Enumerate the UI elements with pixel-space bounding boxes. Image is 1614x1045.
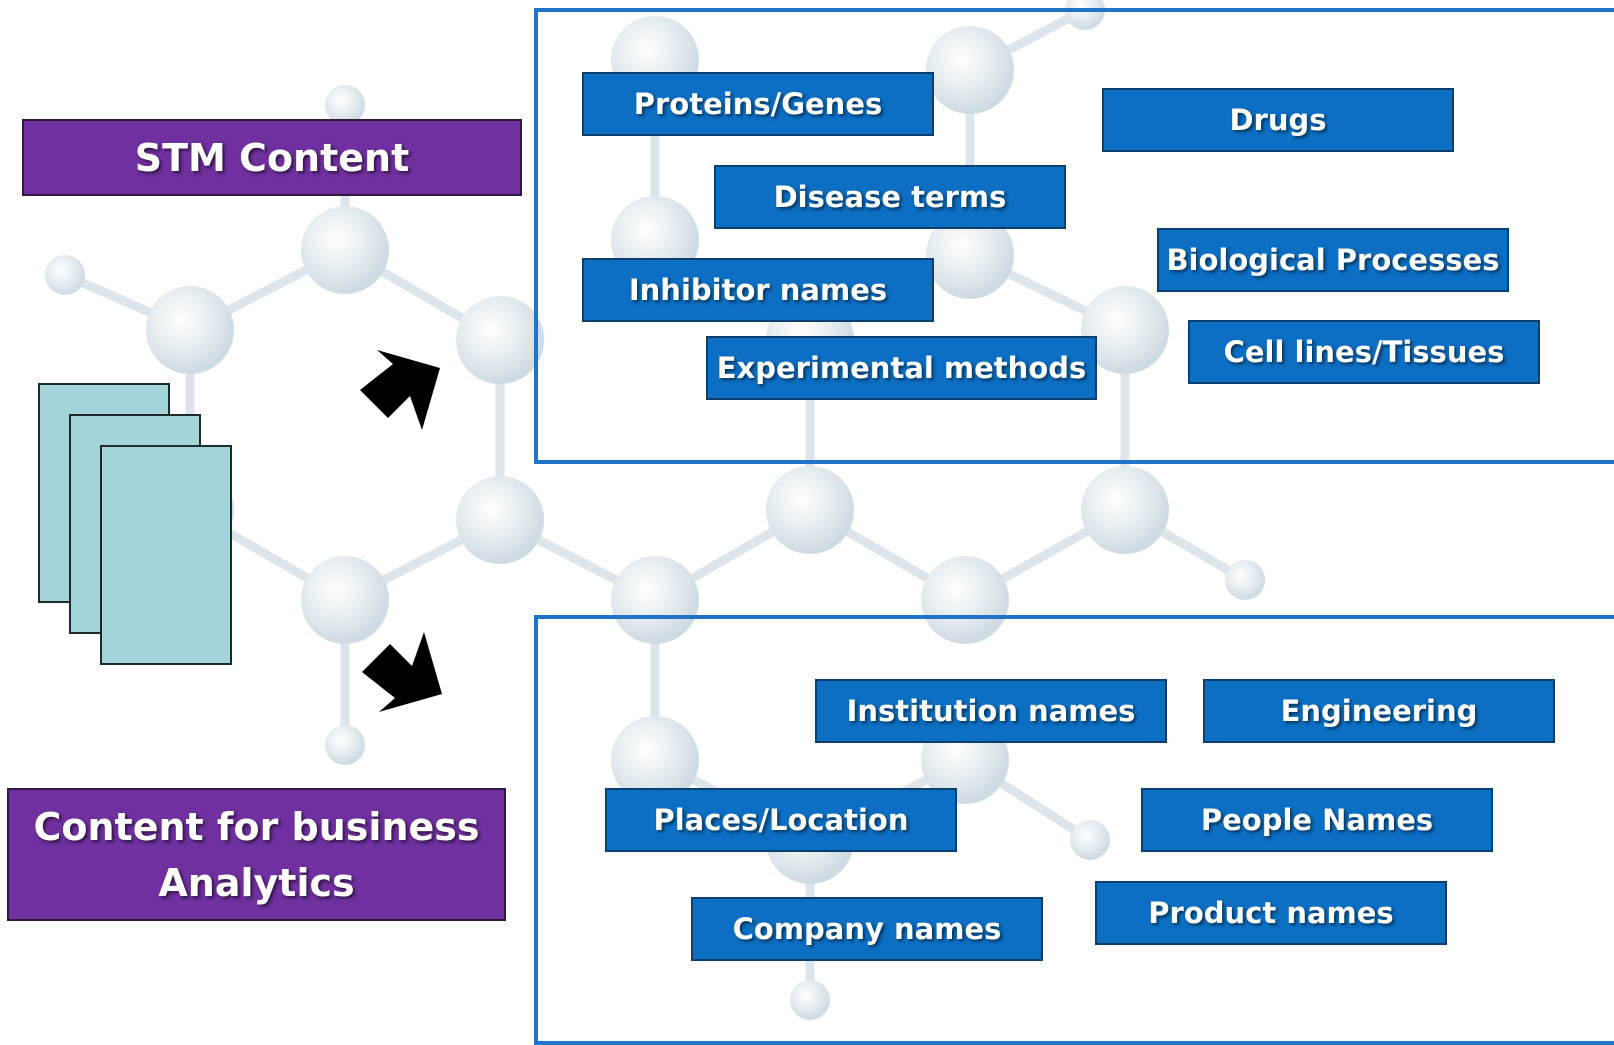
- term-people-names: People Names: [1141, 788, 1493, 852]
- term-label: Biological Processes: [1166, 243, 1500, 277]
- term-engineering: Engineering: [1203, 679, 1555, 743]
- business-analytics-title: Content for business Analytics: [7, 788, 506, 921]
- term-company-names: Company names: [691, 897, 1043, 961]
- term-label: Proteins/Genes: [633, 87, 883, 121]
- business-title-line1: Content for business: [33, 804, 480, 849]
- term-label: Institution names: [846, 694, 1136, 728]
- term-experimental-methods: Experimental methods: [706, 336, 1097, 400]
- term-disease-terms: Disease terms: [714, 165, 1066, 229]
- term-label: Product names: [1148, 896, 1394, 930]
- term-label: Places/Location: [653, 803, 909, 837]
- term-product-names: Product names: [1095, 881, 1447, 945]
- business-title-line2: Analytics: [158, 860, 355, 905]
- term-label: Inhibitor names: [628, 273, 888, 307]
- term-institution-names: Institution names: [815, 679, 1167, 743]
- term-places-location: Places/Location: [605, 788, 957, 852]
- stm-terms-frame: [534, 8, 1614, 464]
- arrow-right-down-icon: [362, 632, 442, 712]
- arrow-right-up-icon: [360, 350, 440, 430]
- term-label: Company names: [732, 912, 1002, 946]
- term-biological-processes: Biological Processes: [1157, 228, 1509, 292]
- term-label: Cell lines/Tissues: [1223, 335, 1505, 369]
- term-label: Disease terms: [773, 180, 1007, 214]
- stm-content-title: STM Content: [22, 119, 522, 196]
- term-label: Drugs: [1229, 103, 1327, 137]
- term-label: People Names: [1200, 803, 1434, 837]
- document-page-front: [100, 445, 232, 665]
- term-inhibitor-names: Inhibitor names: [582, 258, 934, 322]
- term-proteins-genes: Proteins/Genes: [582, 72, 934, 136]
- term-drugs: Drugs: [1102, 88, 1454, 152]
- term-cell-lines-tissues: Cell lines/Tissues: [1188, 320, 1540, 384]
- term-label: Experimental methods: [716, 351, 1087, 385]
- term-label: Engineering: [1280, 694, 1478, 728]
- stm-content-title-text: STM Content: [134, 135, 410, 180]
